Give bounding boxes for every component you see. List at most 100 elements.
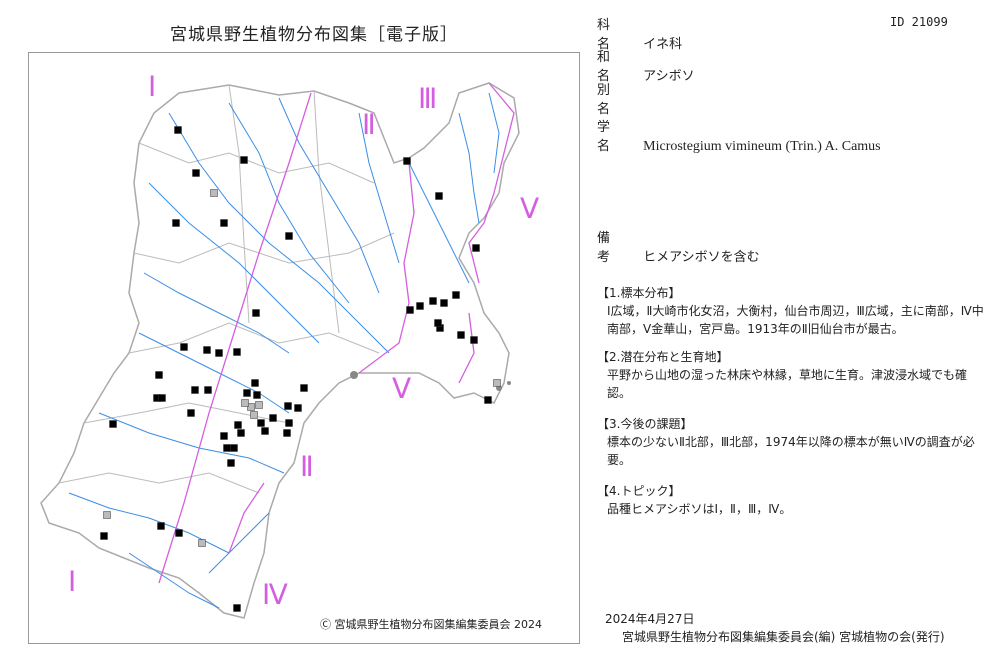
specimen-marker — [109, 420, 117, 428]
specimen-marker — [470, 336, 478, 344]
zone-label-I-north: Ⅰ — [148, 72, 157, 103]
zone-label-I-south: Ⅰ — [68, 567, 77, 598]
specimen-marker — [234, 421, 242, 429]
specimen-marker — [237, 429, 245, 437]
specimen-marker — [243, 389, 251, 397]
specimen-marker — [252, 309, 260, 317]
specimen-marker — [187, 409, 195, 417]
map-copyright: Ⓒ 宮城県野生植物分布図集編集委員会 2024 — [320, 618, 542, 631]
specimen-marker — [180, 343, 188, 351]
map-svg — [40, 82, 520, 619]
notes-value: ヒメアシボソを含む — [643, 250, 760, 265]
specimen-marker — [452, 291, 460, 299]
specimen-marker — [253, 391, 261, 399]
specimen-marker — [283, 429, 291, 437]
specimen-marker — [261, 427, 269, 435]
japanese-name-value: アシボソ — [643, 69, 695, 84]
specimen-marker — [403, 157, 411, 165]
specimen-marker — [198, 539, 206, 547]
specimen-marker — [484, 396, 492, 404]
specimen-marker — [174, 126, 182, 134]
specimen-marker — [220, 219, 228, 227]
zone-label-V-south: Ⅴ — [392, 374, 412, 405]
publication-date: 2024年4月27日 — [605, 612, 695, 626]
specimen-marker — [175, 529, 183, 537]
distribution-map — [28, 52, 580, 644]
section-body: 平野から山地の湿った林床や林縁，草地に生育。津波浸水域でも確認。 — [607, 368, 968, 400]
specimen-marker — [230, 444, 238, 452]
municipal-boundaries — [58, 84, 395, 494]
specimen-marker — [457, 331, 465, 339]
specimen-marker — [223, 444, 231, 452]
specimen-marker — [204, 386, 212, 394]
zone-label-III: Ⅲ — [418, 84, 438, 115]
specimen-marker — [233, 348, 241, 356]
specimen-marker — [429, 297, 437, 305]
specimen-marker — [434, 319, 442, 327]
specimen-marker — [435, 192, 443, 200]
zone-label-IV: Ⅳ — [262, 580, 288, 611]
alias-label: 別 名 — [597, 83, 619, 117]
specimen-marker — [227, 459, 235, 467]
specimen-marker — [157, 522, 165, 530]
specimen-marker — [440, 299, 448, 307]
section-body: 標本の少ないⅡ北部，Ⅲ北部，1974年以降の標本が無いⅣの調査が必要。 — [607, 435, 975, 467]
section-heading: 【1.標本分布】 — [597, 286, 681, 300]
specimen-marker — [285, 419, 293, 427]
scientific-name-value: Microstegium vimineum (Trin.) A. Camus — [643, 139, 881, 154]
zone-dividers — [158, 82, 515, 584]
alias-row: 別 名 — [597, 79, 639, 117]
specimen-markers — [100, 126, 501, 612]
specimen-marker — [493, 379, 501, 387]
specimen-marker — [300, 384, 308, 392]
section-potential-habitat: 【2.潜在分布と生育地】 平野から山地の湿った林床や林縁，草地に生育。津波浸水域… — [597, 348, 987, 402]
specimen-marker — [251, 379, 259, 387]
specimen-marker — [215, 349, 223, 357]
section-heading: 【2.潜在分布と生育地】 — [597, 350, 729, 364]
specimen-marker — [155, 371, 163, 379]
specimen-marker — [192, 169, 200, 177]
specimen-marker — [285, 232, 293, 240]
japanese-name-label: 和 名 — [597, 50, 619, 84]
specimen-marker — [406, 306, 414, 314]
section-heading: 【3.今後の課題】 — [597, 417, 693, 431]
family-label: 科 名 — [597, 18, 619, 52]
specimen-marker — [472, 244, 480, 252]
specimen-marker — [158, 394, 166, 402]
family-row: 科 名 イネ科 — [597, 14, 682, 52]
notes-label: 備 考 — [597, 231, 619, 265]
specimen-marker — [240, 156, 248, 164]
specimen-marker — [100, 532, 108, 540]
scientific-name-label: 学 名 — [597, 120, 619, 154]
zone-label-II-south: Ⅱ — [300, 452, 314, 483]
specimen-marker — [103, 511, 111, 519]
page-title: 宮城県野生植物分布図集［電子版］ — [170, 25, 458, 45]
section-body: Ⅰ広域，Ⅱ大崎市化女沼，大衡村，仙台市周辺，Ⅲ広域，主に南部，Ⅳ中南部，Ⅴ金華山… — [607, 304, 984, 336]
specimen-marker — [284, 402, 292, 410]
prefecture-outline — [40, 82, 520, 619]
specimen-marker — [233, 604, 241, 612]
specimen-id: ID 21099 — [890, 15, 948, 29]
publisher: 宮城県野生植物分布図集編集委員会(編) 宮城植物の会(発行) — [622, 630, 945, 644]
specimen-marker — [255, 401, 263, 409]
specimen-marker — [269, 414, 277, 422]
notes-row: 備 考 ヒメアシボソを含む — [597, 227, 760, 265]
scientific-name-row: 学 名 Microstegium vimineum (Trin.) A. Cam… — [597, 116, 881, 155]
specimen-marker — [294, 404, 302, 412]
zone-label-V-east: Ⅴ — [520, 194, 540, 225]
section-topic: 【4.トピック】 品種ヒメアシボソはⅠ，Ⅱ，Ⅲ，Ⅳ。 — [597, 482, 987, 518]
section-heading: 【4.トピック】 — [597, 484, 681, 498]
specimen-marker — [241, 399, 249, 407]
specimen-marker — [250, 411, 258, 419]
specimen-marker — [257, 419, 265, 427]
specimen-marker — [416, 302, 424, 310]
section-specimen-distribution: 【1.標本分布】 Ⅰ広域，Ⅱ大崎市化女沼，大衡村，仙台市周辺，Ⅲ広域，主に南部，… — [597, 284, 987, 338]
specimen-marker — [247, 403, 255, 411]
section-future-tasks: 【3.今後の課題】 標本の少ないⅡ北部，Ⅲ北部，1974年以降の標本が無いⅣの調… — [597, 415, 987, 469]
specimen-marker — [203, 346, 211, 354]
japanese-name-row: 和 名 アシボソ — [597, 46, 695, 84]
family-value: イネ科 — [643, 37, 683, 52]
zone-label-II-north: Ⅱ — [362, 110, 376, 141]
section-body: 品種ヒメアシボソはⅠ，Ⅱ，Ⅲ，Ⅳ。 — [607, 502, 792, 516]
specimen-marker — [210, 189, 218, 197]
